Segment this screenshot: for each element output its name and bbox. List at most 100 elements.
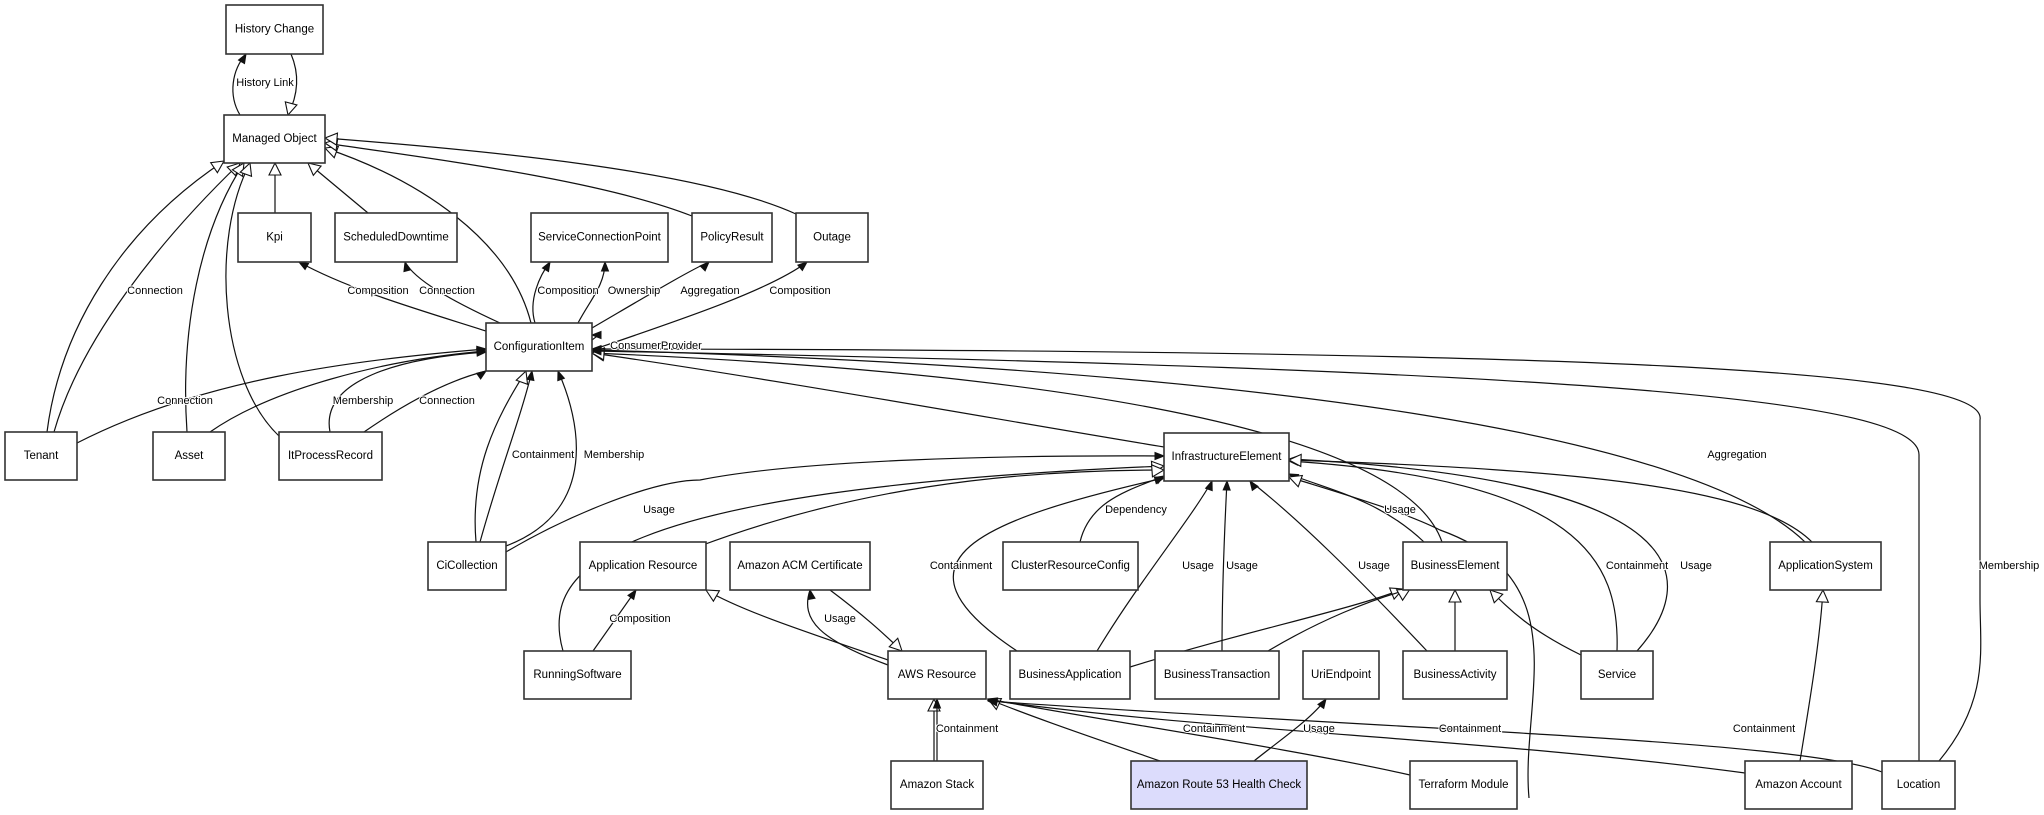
edge-label: Usage [824,613,856,625]
node-box[interactable] [523,650,632,700]
inheritance-arrowhead-icon [307,162,323,177]
node-scheduled-downtime[interactable]: ScheduledDowntime [334,212,458,263]
node-business-activity[interactable]: BusinessActivity [1402,650,1508,700]
edge-line [474,370,527,543]
node-managed-object[interactable]: Managed Object [223,114,326,164]
node-box[interactable] [485,322,593,372]
edge-ci_collection-to-configuration_item [479,369,535,543]
edge-managed_object-to-history_change [232,52,247,116]
edge-label: Containment [1183,723,1245,735]
node-box[interactable] [1402,541,1508,591]
node-service-connection-point[interactable]: ServiceConnectionPoint [530,212,669,263]
node-tenant[interactable]: Tenant [4,431,78,481]
node-box[interactable] [225,4,324,55]
node-box[interactable] [1409,760,1518,810]
edge-business_application-to-infrastructure_element [1096,479,1213,652]
edge-policy_result-to-managed_object [323,137,693,217]
node-box[interactable] [1580,650,1654,700]
node-box[interactable] [887,650,987,700]
node-application-system[interactable]: ApplicationSystem [1769,541,1882,591]
node-amazon-route53-health-check[interactable]: Amazon Route 53 Health Check [1130,760,1308,810]
node-label: BusinessActivity [1413,669,1496,681]
edge-label: Membership [333,395,394,407]
node-box[interactable] [579,541,707,591]
node-box[interactable] [1163,432,1290,482]
node-running-software[interactable]: RunningSoftware [523,650,632,700]
node-box[interactable] [4,431,78,481]
node-box[interactable] [1002,541,1139,591]
node-business-application[interactable]: BusinessApplication [1009,650,1131,700]
edge-line [185,162,245,433]
node-box[interactable] [729,541,871,591]
node-box[interactable] [1769,541,1882,591]
node-box[interactable] [795,212,869,263]
node-box[interactable] [152,431,226,481]
edge-line [76,348,487,444]
node-box[interactable] [237,212,312,263]
edge-line [1267,588,1411,652]
node-label: Amazon Account [1755,779,1842,791]
node-box[interactable] [1881,760,1956,810]
node-business-transaction[interactable]: BusinessTransaction [1154,650,1280,700]
node-amazon-acm-certificate[interactable]: Amazon ACM Certificate [729,541,871,591]
edge-line [505,455,1165,553]
node-aws-resource[interactable]: AWS Resource [887,650,987,700]
edge-label: Membership [1979,560,2040,572]
node-history-change[interactable]: History Change [225,4,324,55]
node-box[interactable] [890,760,984,810]
node-policy-result[interactable]: PolicyResult [691,212,773,263]
node-box[interactable] [1402,650,1508,700]
node-configuration-item[interactable]: ConfigurationItem [485,322,593,372]
node-box[interactable] [334,212,458,263]
node-location[interactable]: Location [1881,760,1956,810]
edge-label: Ownership [608,285,661,297]
edge-label: Containment [1733,723,1795,735]
node-label: InfrastructureElement [1172,451,1283,463]
edge-configuration_item-to-configuration_item [590,330,602,341]
node-box[interactable] [1744,760,1853,810]
inheritance-arrowhead-icon [1448,588,1462,603]
node-box[interactable] [1302,650,1380,700]
node-box[interactable] [223,114,326,164]
node-box[interactable] [1130,760,1308,810]
edge-line [363,370,487,433]
node-uri-endpoint[interactable]: UriEndpoint [1302,650,1380,700]
node-infrastructure-element[interactable]: InfrastructureElement [1163,432,1290,482]
node-amazon-stack[interactable]: Amazon Stack [890,760,984,810]
node-terraform-module[interactable]: Terraform Module [1409,760,1518,810]
inheritance-arrowhead-icon [1287,474,1304,488]
node-ci-collection[interactable]: CiCollection [427,541,507,591]
node-box[interactable] [530,212,669,263]
edge-label: Usage [1680,560,1712,572]
association-arrowhead-icon [932,697,942,709]
association-arrowhead-icon [1204,479,1213,492]
node-asset[interactable]: Asset [152,431,226,481]
node-it-process-record[interactable]: ItProcessRecord [278,431,383,481]
edges-layer [46,52,1982,799]
edge-label: Aggregation [1707,449,1766,461]
node-box[interactable] [278,431,383,481]
node-box[interactable] [1009,650,1131,700]
edge-aws_resource-to-amazon_acm_certificate [806,588,889,666]
node-application-resource[interactable]: Application Resource [579,541,707,591]
node-box[interactable] [691,212,773,263]
node-business-element[interactable]: BusinessElement [1402,541,1508,591]
node-service[interactable]: Service [1580,650,1654,700]
node-amazon-account[interactable]: Amazon Account [1744,760,1853,810]
node-cluster-resource-config[interactable]: ClusterResourceConfig [1002,541,1139,591]
association-arrowhead-icon [1222,479,1231,491]
edge-line [558,465,1165,652]
association-arrowhead-icon [237,52,247,65]
edge-label: Containment [512,449,574,461]
node-box[interactable] [1154,650,1280,700]
node-outage[interactable]: Outage [795,212,869,263]
node-box[interactable] [427,541,507,591]
node-kpi[interactable]: Kpi [237,212,312,263]
edge-label: Containment [1439,723,1501,735]
node-label: PolicyResult [700,232,764,244]
edge-line [1249,480,1428,652]
edge-business_transaction-to-infrastructure_element [1221,479,1231,652]
edge-line [328,351,487,433]
